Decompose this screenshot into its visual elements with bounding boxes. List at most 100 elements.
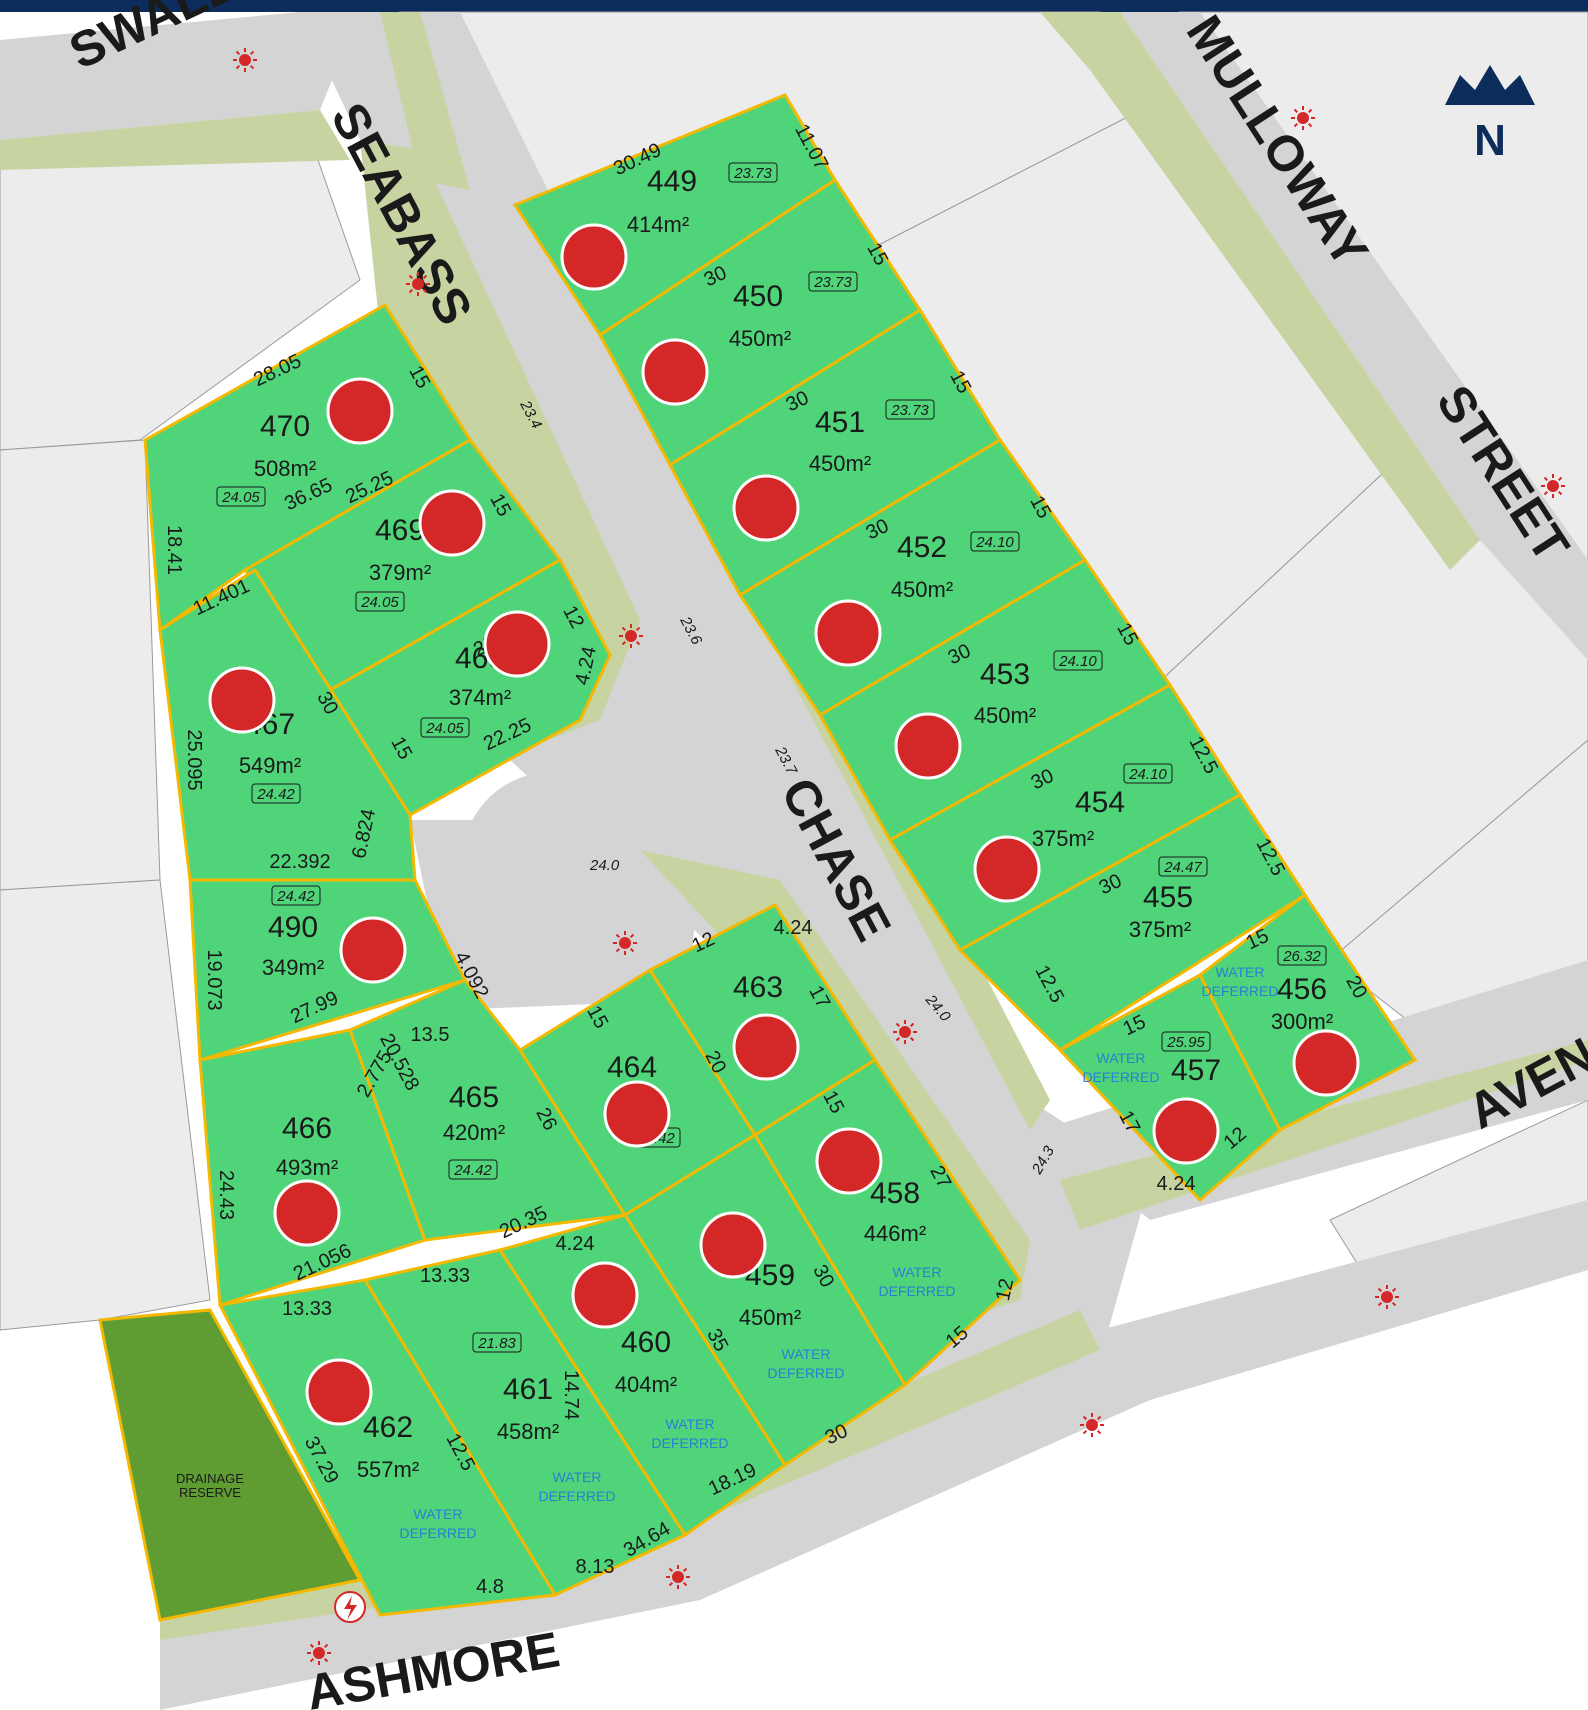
lot-rl-box [1277,945,1327,966]
reserve-label-1: DRAINAGE [176,1471,244,1486]
reserve-label-2: RESERVE [179,1485,241,1500]
lot-rl-box [808,271,858,292]
sold-marker-icon [1152,1097,1220,1165]
lot-rl-box [1053,650,1103,671]
lot-number: 469 [375,514,425,547]
lot-453[interactable]: 453 450m² 24.10 [974,650,1103,728]
water-deferred-labels: WATERDEFERREDWATERDEFERREDWATERDEFERREDW… [399,964,1278,1541]
mulloway-road [1120,12,1588,660]
dimension-label: 24.43 [215,1170,237,1220]
dimension-label: 4.24 [556,1233,595,1255]
lot-rl-box [355,591,405,612]
dimension-label: 22.392 [269,851,330,873]
sold-marker-icon [560,223,628,291]
lot-number: 456 [1277,973,1327,1006]
water-deferred-line-2: DEFERRED [767,1365,844,1381]
lot-467-shape[interactable] [158,567,417,882]
lot-rl: 23.73 [890,402,929,419]
lot-455[interactable]: 455 375m² 24.47 [1129,856,1208,942]
lot-number: 453 [980,658,1030,691]
lot-area: 374m² [449,685,511,710]
lot-rl-box [271,885,321,906]
water-deferred-line-2: DEFERRED [651,1435,728,1451]
lot-area: 446m² [864,1221,926,1246]
dimension-label: 18.41 [163,525,185,575]
dimension-label: 19.073 [203,949,225,1010]
lot-rl: 23.73 [813,274,852,291]
dimension-label: 8.13 [576,1556,615,1578]
lot-rl: 24.10 [1058,653,1097,670]
lot-area: 375m² [1129,917,1191,942]
water-deferred-label: WATER DEFERRED [651,1416,728,1451]
lot-number: 464 [607,1051,657,1084]
lot-rl: 25.95 [1166,1034,1205,1051]
lot-area: 375m² [1032,826,1094,851]
lot-number: 458 [870,1177,920,1210]
lot-number: 465 [449,1081,499,1114]
lot-area: 379m² [369,560,431,585]
lot-rl: 24.42 [453,1162,492,1179]
lot-area: 493m² [276,1155,338,1180]
lot-462-shape[interactable] [217,1278,558,1617]
lot-rl: 26.32 [1282,948,1321,965]
lot-rl-box [472,1332,522,1353]
lot-area: 450m² [809,451,871,476]
lot-458[interactable]: 458 446m² [864,1177,926,1246]
sold-marker-icon [699,1211,767,1279]
lot-457-shape[interactable] [1057,972,1282,1203]
dimension-label: 4.8 [476,1576,504,1598]
mountain-icon [1445,65,1535,105]
lot-463[interactable]: 463 [733,971,783,1004]
sold-marker-icon [339,916,407,984]
lot-number: 460 [621,1326,671,1359]
sold-marker-icon [973,835,1041,903]
power-icon [334,1591,366,1623]
sold-marker-icon [815,1127,883,1195]
sold-marker-icon [732,474,800,542]
lot-number: 450 [733,280,783,313]
water-deferred-line-1: WATER [666,1416,715,1432]
lot-rl: 24.05 [221,489,260,506]
lot-number: 455 [1143,881,1193,914]
lot-labels: 449414m²23.73450450m²23.73451450m²23.734… [216,162,1333,1482]
lot-465[interactable]: 465 420m² 24.42 [443,1081,505,1180]
sold-marker-icon [483,610,551,678]
lot-number: 490 [268,911,318,944]
lot-area: 450m² [739,1305,801,1330]
water-deferred-line-2: DEFERRED [538,1488,615,1504]
lot-area: 420m² [443,1120,505,1145]
street-light-icon [619,624,643,648]
sold-marker-icon [814,599,882,667]
lot-rl-box [970,531,1020,552]
dimension-label: 13.33 [282,1298,332,1320]
lot-area: 450m² [974,703,1036,728]
lot-rl: 24.47 [1163,859,1202,876]
dimension-label: 13.5 [411,1024,450,1046]
lot-rl: 24.10 [1128,766,1167,783]
dimension-label: 4.24 [1157,1173,1196,1195]
water-deferred-line-1: WATER [1097,1050,1146,1066]
north-label: N [1474,116,1506,165]
sold-marker-icon [1292,1029,1360,1097]
water-deferred-line-1: WATER [414,1506,463,1522]
lot-area: 549m² [239,753,301,778]
sold-marker-icon [273,1179,341,1247]
street-lights [233,48,1565,1665]
lot-rl: 24.05 [425,720,464,737]
